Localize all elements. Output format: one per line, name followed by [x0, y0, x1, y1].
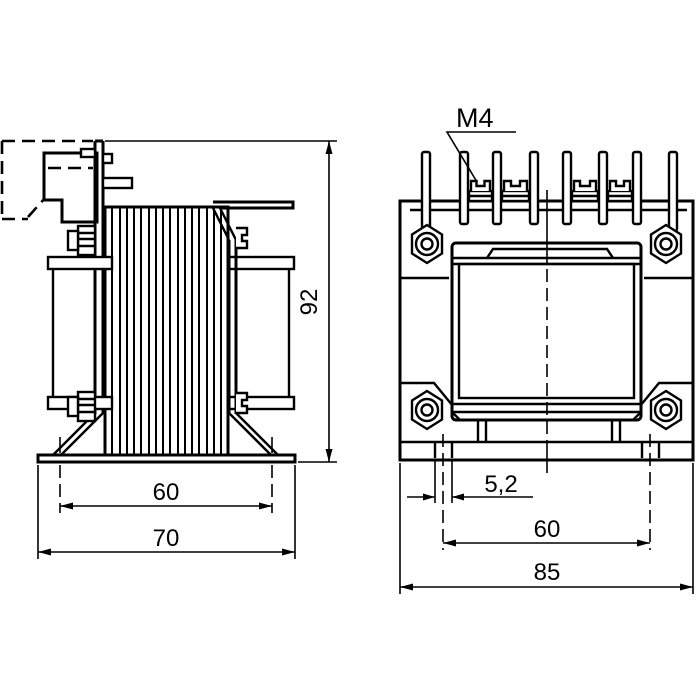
dimension-slot-spacing-60-front: 60: [443, 516, 650, 547]
hex-nut-bottom-left: [410, 389, 444, 431]
core-laminations: [103, 205, 230, 457]
side-view: [0, 139, 297, 464]
dim-height-label: 92: [296, 289, 323, 316]
terminal-block-side: [42, 151, 99, 224]
dimension-slot-width-5-2: 5,2: [407, 434, 651, 550]
terminal-strip: [420, 150, 679, 233]
dim-overall-width-label: 85: [534, 559, 561, 586]
coil-bobbin-right: [226, 255, 296, 411]
strap-notch: [101, 152, 114, 165]
base-feet: [36, 437, 297, 464]
phantom-outline: [0, 139, 93, 221]
clip-bottom: [236, 391, 249, 415]
clamp-bolt-bottom: [66, 390, 97, 423]
front-view: [398, 150, 695, 473]
terminal-screw-2: [500, 179, 531, 203]
hex-nut-bottom-right: [649, 389, 683, 431]
strap-tab-right: [101, 176, 134, 190]
terminal-pins: [420, 150, 679, 233]
clamp-bolt-top: [66, 224, 97, 257]
dim-base-width-label: 70: [153, 525, 180, 552]
hex-nut-top-right: [649, 223, 683, 265]
hex-nut-top-left: [410, 223, 444, 265]
clip-top: [236, 226, 249, 250]
bobbin-tab: [486, 247, 614, 259]
dim-slot-width-label: 5,2: [484, 471, 517, 498]
dim-hole-spacing-label-side: 60: [153, 479, 180, 506]
dim-slot-spacing-label: 60: [534, 516, 561, 543]
dimension-height-92: 92: [105, 140, 337, 463]
terminal-screw-3: [570, 179, 600, 203]
terminal-screw-4: [606, 179, 634, 203]
dimension-base-width-70: 70: [37, 465, 296, 559]
dimension-hole-spacing-60-side: 60: [59, 465, 273, 513]
mounting-bracket-right: [211, 200, 295, 456]
bobbin-legs: [476, 420, 622, 442]
dimension-overall-width-85: 85: [399, 463, 694, 594]
m4-callout: M4: [445, 103, 516, 183]
thread-size-label: M4: [456, 103, 494, 133]
strap-tab-top-left: [79, 147, 97, 159]
hex-nuts: [410, 223, 683, 431]
terminal-screw-1: [467, 179, 494, 203]
